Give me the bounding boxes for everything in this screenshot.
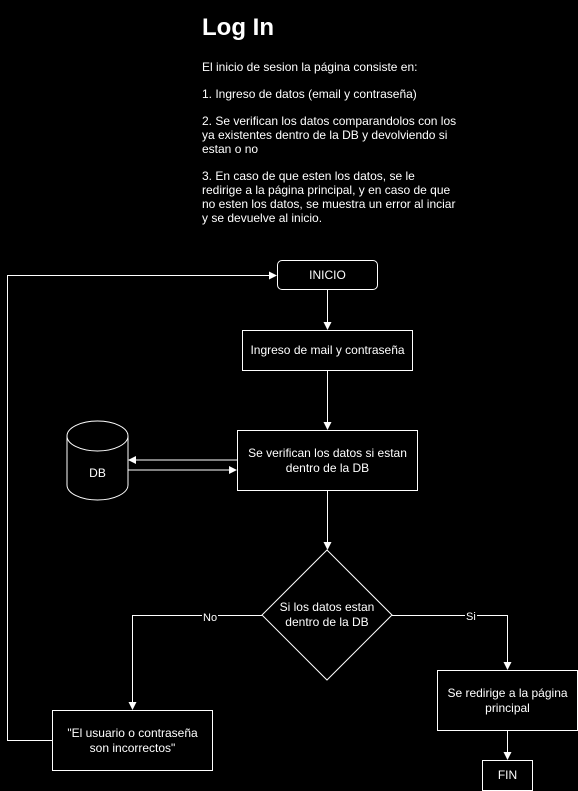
- description-intro: El inicio de sesion la página consiste e…: [202, 60, 418, 74]
- success-step-node: Se redirige a la página principal: [437, 670, 578, 731]
- end-node-label: FIN: [497, 768, 518, 782]
- success-step-label: Se redirige a la página principal: [447, 685, 568, 715]
- error-step-label: "El usuario o contraseña son incorrectos…: [67, 725, 198, 755]
- branch-yes-label: Si: [465, 611, 477, 623]
- connector-decision-no: [128, 615, 262, 710]
- database-label: DB: [89, 466, 106, 480]
- connector-decision-yes: [392, 615, 512, 670]
- start-node-label: INICIO: [309, 267, 346, 282]
- database-cylinder: [66, 420, 129, 501]
- branch-no-label: No: [202, 612, 219, 624]
- description: El inicio de sesion la página consiste e…: [202, 60, 457, 238]
- verify-step-node: Se verifican los datos si estan dentro d…: [237, 430, 418, 491]
- description-step-3: 3. En caso de que esten los datos, se le…: [202, 169, 456, 225]
- input-step-node: Ingreso de mail y contraseña: [242, 330, 413, 371]
- description-step-1: 1. Ingreso de datos (email y contraseña): [202, 87, 417, 101]
- verify-step-label: Se verifican los datos si estan dentro d…: [248, 445, 407, 475]
- decision-diamond: [261, 549, 393, 681]
- page-title: Log In: [202, 14, 274, 41]
- connector-error-start: [7, 271, 277, 741]
- input-step-label: Ingreso de mail y contraseña: [250, 343, 405, 357]
- description-step-2: 2. Se verifican los datos comparandolos …: [202, 114, 457, 156]
- start-node: INICIO: [277, 260, 378, 290]
- decision-label: Si los datos estan dentro de la DB: [279, 600, 375, 629]
- end-node: FIN: [482, 760, 533, 791]
- error-step-node: "El usuario o contraseña son incorrectos…: [52, 710, 213, 771]
